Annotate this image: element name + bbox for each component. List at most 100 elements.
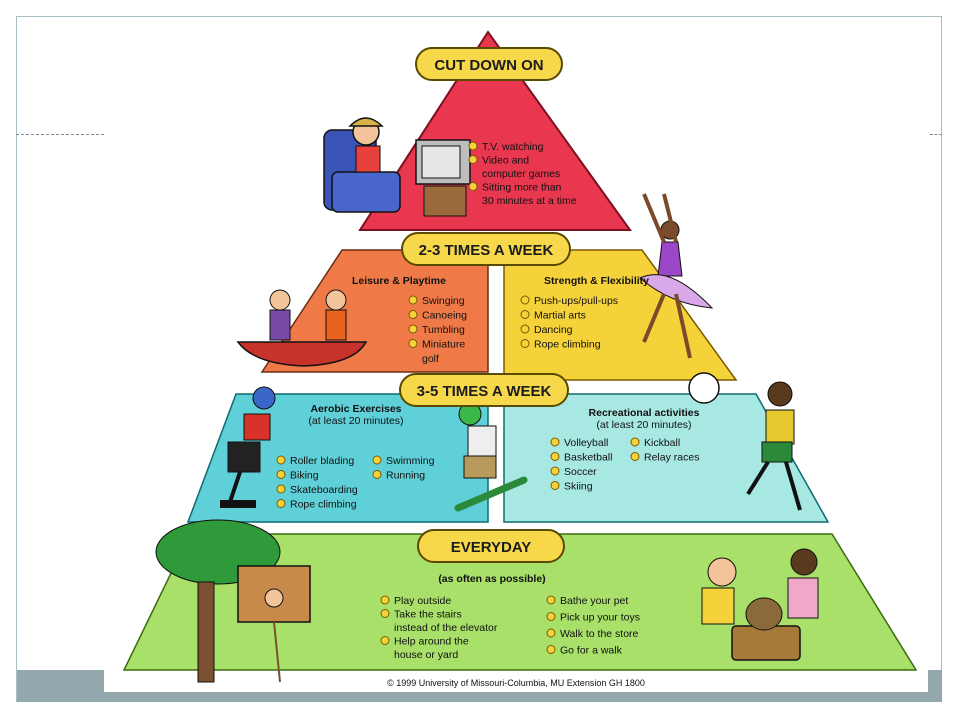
- bullet-icon: [546, 645, 556, 654]
- list-item: Video and: [482, 155, 529, 167]
- bullet-icon: [408, 339, 418, 348]
- list-item: Help around the: [394, 636, 469, 648]
- dancer-illustration: [639, 193, 714, 359]
- bullet-icon: [520, 339, 530, 348]
- bullet-icon: [372, 470, 382, 479]
- bullet-icon: [468, 182, 478, 191]
- list-item: instead of the elevator: [394, 622, 498, 634]
- list-item: Skiing: [564, 481, 593, 493]
- aerobic-subheading: (at least 20 minutes): [308, 415, 403, 427]
- skateboarder-illustration: [454, 402, 528, 512]
- list-item: golf: [422, 353, 439, 365]
- list-item: Basketball: [564, 452, 612, 464]
- bullet-icon: [550, 481, 560, 490]
- leisure-heading: Leisure & Playtime: [352, 275, 446, 287]
- list-item: Rope climbing: [290, 499, 357, 511]
- divider-right: [930, 134, 942, 135]
- bullet-icon: [468, 141, 478, 151]
- list-item: Sitting more than: [482, 182, 562, 194]
- bullet-icon: [546, 595, 556, 605]
- bullet-icon: [276, 484, 286, 494]
- list-item: house or yard: [394, 649, 458, 661]
- banner-3-5-times-text: 3-5 TIMES A WEEK: [417, 383, 552, 400]
- list-item: Dancing: [534, 324, 573, 336]
- pyramid-image: CUT DOWN ON 2-3 TIMES A WEEK 3-5 TIMES A…: [104, 22, 928, 692]
- banner-2-3-times: 2-3 TIMES A WEEK: [401, 232, 571, 266]
- bullet-icon: [520, 324, 530, 334]
- list-item: Martial arts: [534, 310, 586, 322]
- bullet-icon: [550, 452, 560, 461]
- tier-second-right-shape: [503, 249, 738, 381]
- list-item: Tumbling: [422, 324, 465, 336]
- roller-blader-illustration: [220, 386, 276, 508]
- bullet-icon: [630, 452, 640, 461]
- bullet-icon: [520, 295, 530, 305]
- bullet-icon: [380, 595, 390, 605]
- list-item: Soccer: [564, 466, 597, 478]
- bullet-icon: [380, 609, 390, 618]
- aerobic-heading: Aerobic Exercises: [310, 403, 401, 415]
- bullet-icon: [550, 466, 560, 476]
- bullet-icon: [520, 310, 530, 319]
- copyright-text: © 1999 University of Missouri-Columbia, …: [387, 678, 645, 688]
- list-item: Rope climbing: [534, 339, 601, 351]
- bullet-icon: [546, 628, 556, 638]
- list-item: Swinging: [422, 295, 465, 307]
- banner-everyday: EVERYDAY: [417, 529, 565, 563]
- list-item: computer games: [482, 168, 560, 180]
- everyday-subheading: (as often as possible): [438, 573, 545, 585]
- list-item: Roller blading: [290, 455, 354, 467]
- list-item: Skateboarding: [290, 484, 358, 496]
- list-item: Push-ups/pull-ups: [534, 295, 618, 307]
- bathing-pet-illustration: [701, 548, 819, 661]
- treehouse-illustration: [155, 519, 311, 683]
- list-item: Running: [386, 470, 425, 482]
- recreational-heading: Recreational activities: [589, 407, 700, 419]
- bullet-icon: [372, 455, 382, 465]
- list-item: Kickball: [644, 437, 680, 449]
- list-item: Volleyball: [564, 437, 608, 449]
- strength-heading: Strength & Flexibility: [544, 275, 649, 287]
- bullet-icon: [630, 437, 640, 447]
- list-item: 30 minutes at a time: [482, 195, 577, 207]
- banner-2-3-times-text: 2-3 TIMES A WEEK: [419, 242, 554, 259]
- bullet-icon: [408, 295, 418, 305]
- list-item: Bathe your pet: [560, 595, 628, 607]
- list-item: Pick up your toys: [560, 612, 640, 624]
- recreational-subheading: (at least 20 minutes): [596, 419, 691, 431]
- list-item: Swimming: [386, 455, 435, 467]
- list-item: Take the stairs: [394, 609, 462, 621]
- divider-left: [16, 134, 104, 135]
- list-item: Go for a walk: [560, 645, 623, 657]
- tv-watching-illustration: [323, 117, 471, 217]
- bullet-icon: [408, 324, 418, 334]
- banner-cut-down-on: CUT DOWN ON: [415, 47, 563, 81]
- banner-everyday-text: EVERYDAY: [451, 539, 532, 556]
- bullet-icon: [276, 470, 286, 479]
- bullet-icon: [276, 499, 286, 508]
- list-item: Miniature: [422, 339, 465, 351]
- banner-3-5-times: 3-5 TIMES A WEEK: [399, 373, 569, 407]
- tier-third-right-shape: [503, 393, 830, 523]
- list-item: T.V. watching: [482, 141, 544, 153]
- bullet-icon: [276, 455, 286, 465]
- bullet-icon: [546, 612, 556, 621]
- bullet-icon: [550, 437, 560, 447]
- list-item: Walk to the store: [560, 628, 639, 640]
- bullet-icon: [380, 636, 390, 645]
- list-item: Biking: [290, 470, 319, 482]
- activity-pyramid: CUT DOWN ON 2-3 TIMES A WEEK 3-5 TIMES A…: [122, 30, 918, 688]
- list-item: Canoeing: [422, 310, 467, 322]
- bullet-icon: [468, 155, 478, 164]
- banner-cut-down-on-text: CUT DOWN ON: [434, 57, 543, 74]
- soccer-kid-illustration: [688, 372, 802, 511]
